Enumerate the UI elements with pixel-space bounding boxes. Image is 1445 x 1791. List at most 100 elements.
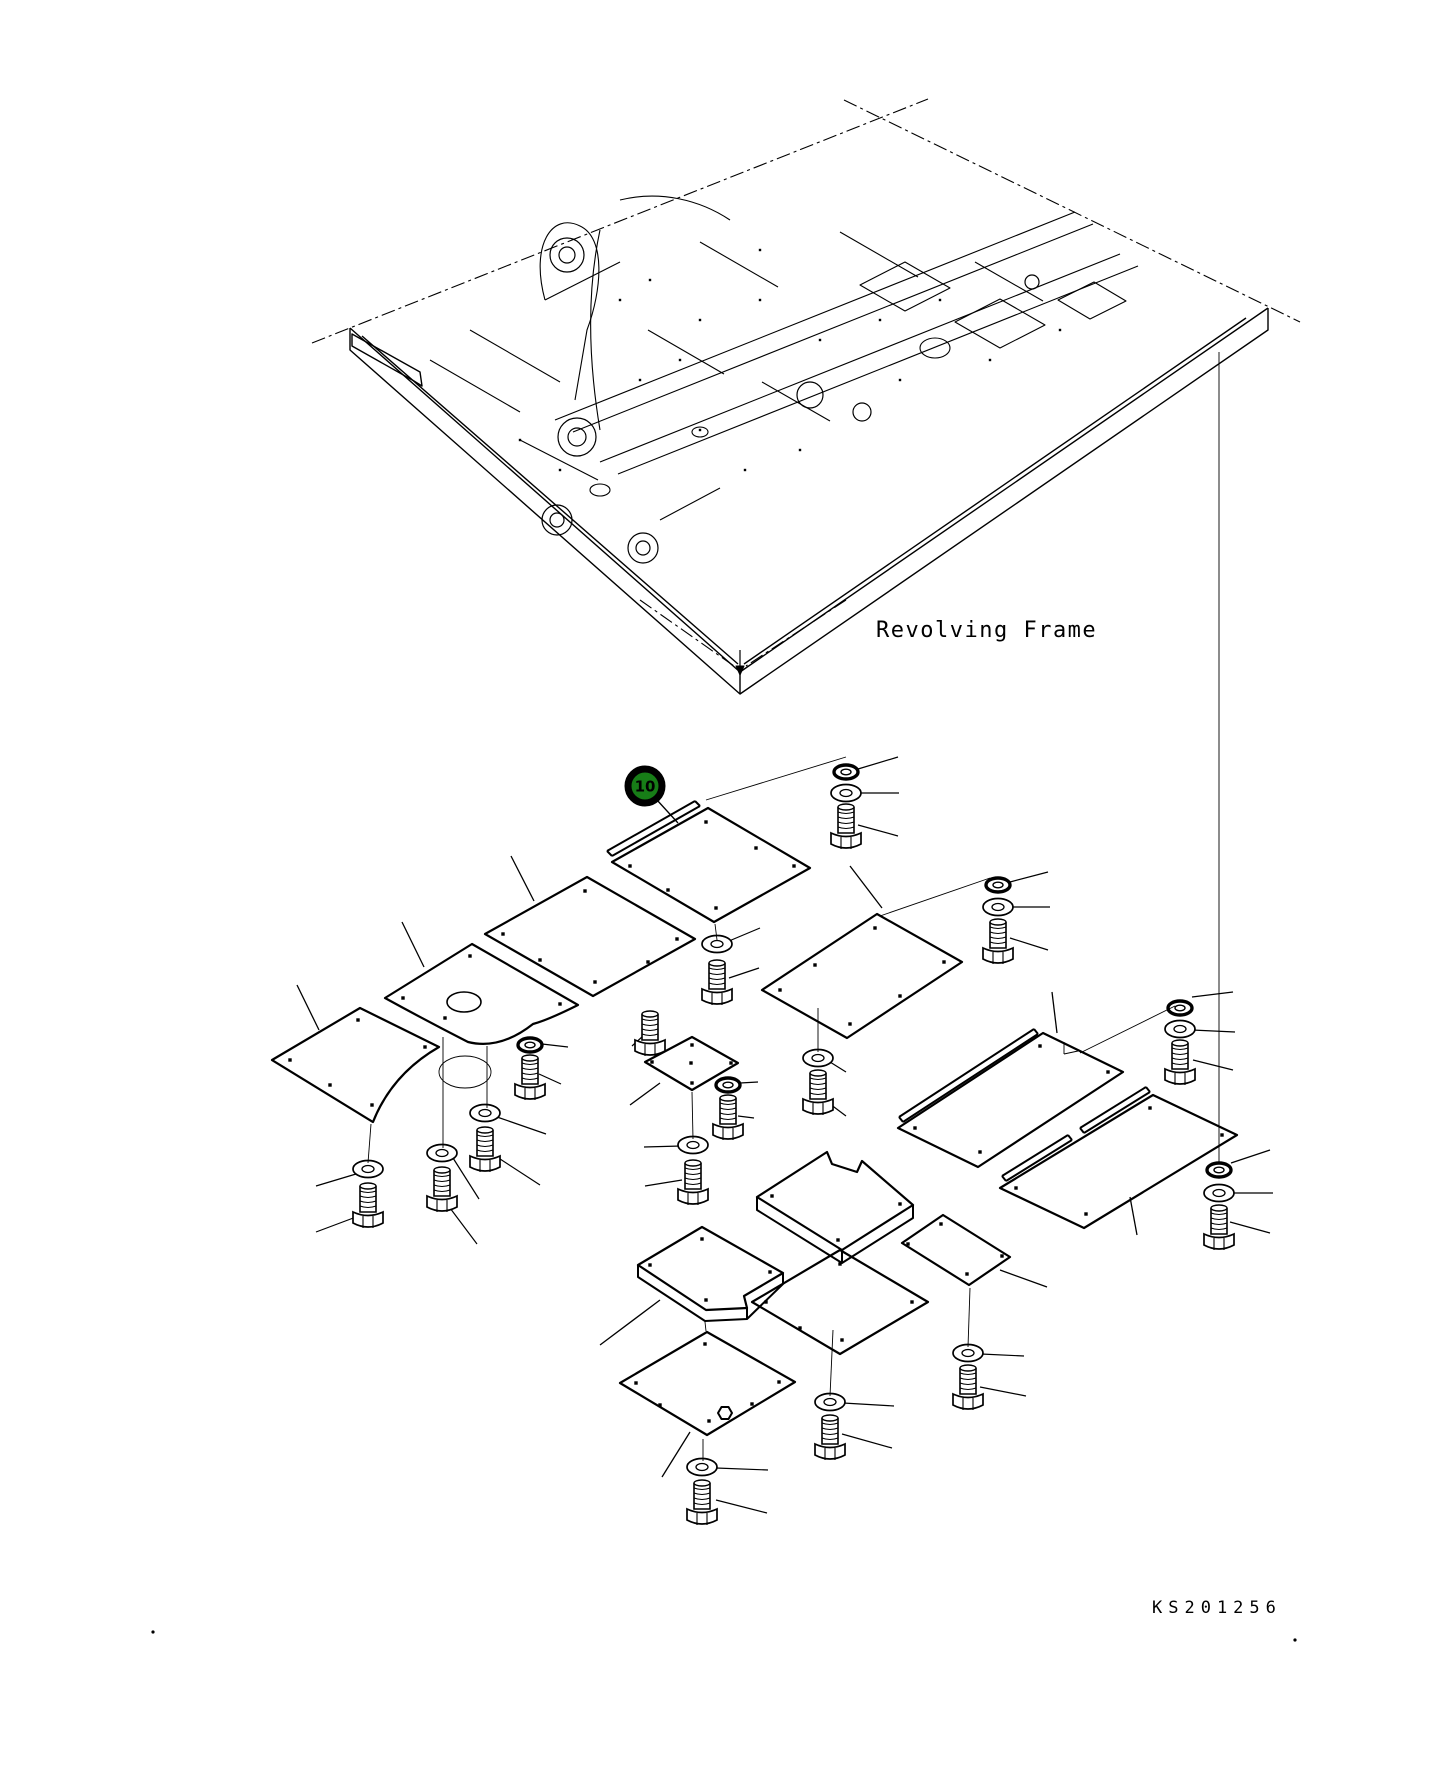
plate-reinforced-edge [1001,1175,1007,1182]
frame-bolt-dot [618,298,622,302]
drawing-number-label: KS201256 [1152,1598,1282,1618]
bolt-thread [693,1487,711,1491]
plate-bolt-hole-dot [1000,1254,1004,1258]
bolt-shaft [809,1073,827,1100]
bolt-thread [989,941,1007,945]
bolt-thread [809,1087,827,1091]
frame-detail-curve [539,222,600,401]
frame-hole [549,237,585,273]
fastener-leader-line [496,1116,547,1135]
reference-line [705,756,847,801]
frame-hole [1024,274,1040,290]
plate-bolt-hole-dot [1084,1212,1088,1216]
bolt-thread [708,977,726,981]
cover-plate [755,1150,915,1252]
plate-bolt-hole-dot [707,1419,711,1423]
bolt-thread [809,1082,827,1086]
spring-washer-hole [1174,1004,1186,1012]
balloon-circle [624,765,666,807]
frame-caption-label: Revolving Frame [876,618,1097,643]
fastener-leader-line [715,1499,768,1514]
plate-bolt-hole-dot [813,963,817,967]
bolt-head [1203,1232,1235,1250]
plate-reinforced-edge [1001,1134,1069,1177]
revolving-frame-edge [351,333,423,387]
frame-bolt-dot [638,378,642,382]
plate-bolt-hole-dot [704,1298,708,1302]
bolt-thread [821,1427,839,1431]
fastener-leader-line [728,967,760,979]
plate-reinforced-edge [902,1033,1039,1123]
bolt-head [426,1194,458,1212]
plate-bolt-hole-dot [501,932,505,936]
fastener-leader-line [643,1145,682,1148]
frame-bolt-dot [818,338,822,342]
plate-bolt-hole-dot [1148,1106,1152,1110]
plate-bolt-hole-dot [401,996,405,1000]
fastener-leader-line [979,1386,1027,1397]
bolt-thread [1210,1217,1228,1221]
bolt-tip [359,1182,377,1190]
bolt-head [802,1097,834,1115]
flat-washer-hole [991,902,1005,912]
plate-bolt-hole-dot [443,1016,447,1020]
reference-line [691,1091,694,1140]
bolt-thread [521,1067,539,1071]
bolt-shaft [641,1014,659,1041]
fastener-leader-line [857,824,899,837]
plate-bolt-hole-dot [593,980,597,984]
bolt-thread [708,967,726,971]
plate-bolt-hole-dot [729,1061,733,1065]
fastener-leader-line [1009,937,1049,951]
cover-plate [483,875,697,998]
cover-plate [618,1330,797,1437]
bolt-thread [684,1172,702,1176]
frame-centerline [745,599,847,667]
fastener-leader-line [841,1433,893,1449]
plate-bolt-hole-dot [634,1381,638,1385]
balloon-number: 10 [635,778,656,796]
bolt-tip [476,1126,494,1134]
fastener-leader-line [449,1207,478,1245]
bolt-tip [719,1094,737,1102]
balloon-leader-line [656,799,679,824]
bolt-thread [359,1200,377,1204]
frame-bolt-dot [558,468,562,472]
frame-bolt-dot [878,318,882,322]
plate-thickness-edge [746,1273,784,1320]
plate-reinforced-edge [606,850,613,857]
bolt-head [352,1210,384,1228]
plate-bolt-hole-dot [1220,1133,1224,1137]
bolt-tip [433,1166,451,1174]
bolt-shaft [959,1368,977,1395]
plate-reinforced-edge [1033,1028,1039,1035]
bolt-thread [809,1077,827,1081]
reference-line [367,1123,372,1164]
part-leader-line [510,855,535,902]
plate-bolt-hole-dot [675,937,679,941]
bolt-thread [693,1492,711,1496]
bolt-thread [433,1184,451,1188]
bolt-thread [476,1134,494,1138]
frame-detail-line [839,231,919,278]
plate-bolt-hole-dot [792,864,796,868]
frame-centerline [311,98,929,344]
fastener-leader-line [1192,1059,1234,1071]
cover-plate [643,1035,740,1092]
plate-reinforced-edge [1083,1091,1151,1134]
frame-detail-line [974,261,1044,302]
frame-detail-line [544,261,621,301]
bolt-thread [959,1372,977,1376]
cover-plate [750,1248,930,1356]
bolt-thread [959,1387,977,1391]
frame-detail-line [699,241,779,288]
plate-bolt-hole-dot [370,1103,374,1107]
cover-plate [900,1213,1012,1287]
frame-hole [549,512,565,528]
spring-washer-hole [992,881,1004,889]
part-leader-line [1129,1196,1138,1236]
frame-bolt-dot [648,278,652,282]
frame-centerline [639,599,735,667]
fastener-leader-line [644,1179,683,1187]
part-balloon-10[interactable]: 10 [624,765,679,824]
